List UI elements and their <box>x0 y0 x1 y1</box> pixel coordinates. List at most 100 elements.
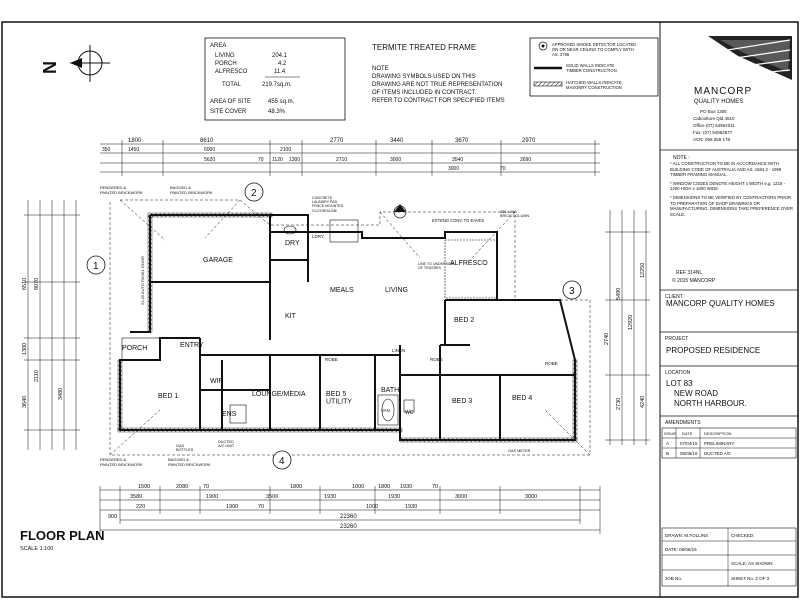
dim-label: 1450 <box>128 147 139 153</box>
roof-hip-lines <box>109 199 591 456</box>
dim-label: 2730 <box>616 398 622 410</box>
general-note-item: * WINDOW CODES DENOTE HEIGHT x WIDTH e.g… <box>670 180 785 192</box>
copyright-line: © 2015 MANCORP <box>672 277 716 284</box>
site-area-label: AREA OF SITE <box>210 99 251 105</box>
room-meals: MEALS <box>330 287 354 294</box>
notes-heading: NOTE <box>372 66 389 72</box>
mancorp-logo <box>708 36 792 80</box>
room-living: LIVING <box>385 287 408 294</box>
dim-label: 220 <box>136 504 145 510</box>
room-alfresco: ALFRESCO <box>450 260 488 267</box>
room-dry: DRY <box>285 240 300 247</box>
dim-label: 2080 <box>176 484 188 490</box>
dim-label: 3000 <box>455 494 467 500</box>
dim-label: 12920 <box>628 315 634 330</box>
dim-label: 8610 <box>200 138 214 144</box>
drawing-info-block: DRAWN: M.FOLLINS CHECKED: DATE: 05/06/15… <box>661 527 797 587</box>
house-outline <box>119 214 576 441</box>
plan-title: FLOOR PLAN <box>20 528 105 543</box>
termite-title: TERMITE TREATED FRAME <box>372 43 476 52</box>
notes-line: REFER TO CONTRACT FOR SPECIFIED ITEMS <box>372 98 505 104</box>
room-robe: ROBE <box>325 357 338 362</box>
building-walls <box>119 214 576 441</box>
company-name: MANCORP <box>694 86 752 97</box>
room-linen: LINEN <box>392 348 405 353</box>
alfresco-slab <box>444 239 498 299</box>
dim-label: 1800 <box>378 484 390 490</box>
room-robe: ROBE <box>545 361 558 366</box>
room-garage: GARAGE <box>203 257 233 264</box>
location-line: NEW ROAD <box>674 389 718 398</box>
title-block: MANCORP QUALITY HOMES PO Box 1305 Cabool… <box>660 36 798 587</box>
gas-bottles-note: GAS BOTTLES <box>176 444 194 453</box>
company-tagline: QUALITY HOMES <box>694 99 743 105</box>
dim-label: 12250 <box>640 263 646 278</box>
company-address-line: PO Box 1305 <box>700 109 727 114</box>
dim-label: 1800 <box>290 484 302 490</box>
amendments-header: ISSUE <box>664 431 676 436</box>
amendment-issue: A <box>666 441 669 446</box>
project-value: PROPOSED RESIDENCE <box>666 346 760 355</box>
location-line: NORTH HARBOUR. <box>674 399 747 408</box>
legend-smoke-line: ON OR NEAR CEILING TO COMPLY WITH <box>552 47 634 52</box>
legend-solid-line: SOLID WALLS INDICATE <box>566 63 614 68</box>
client-value: MANCORP QUALITY HOMES <box>666 299 775 308</box>
section-arrow-icon <box>393 204 407 219</box>
left-dimensions <box>24 200 80 450</box>
legend-solid-line: TIMBER CONSTRUCTION <box>566 68 617 73</box>
drawing-notes: TERMITE TREATED FRAME NOTE DRAWING SYMBO… <box>372 43 505 104</box>
dim-label: 4240 <box>640 396 646 408</box>
dim-label: 1000 <box>366 504 378 510</box>
top-dimensions <box>100 140 600 176</box>
amendment-date: 07/04/15 <box>680 441 698 446</box>
location-line: LOT 83 <box>666 379 693 388</box>
dim-label: 1500 <box>138 484 150 490</box>
dim-label: 3670 <box>455 138 469 144</box>
plan-scale: SCALE 1:100 <box>20 546 53 552</box>
svg-text:3: 3 <box>569 286 575 297</box>
dim-label: 3480 <box>58 388 64 400</box>
extend-concrete-note: EXTEND CONC TO EAVES <box>432 218 484 223</box>
general-note-item: * ALL CONSTRUCTION TO BE IN ACCORDANCE W… <box>670 161 782 178</box>
room-bed3: BED 3 <box>452 398 472 405</box>
rendered-brickwork-note: RENDERED & PAINTED BRICKWORK <box>100 186 143 195</box>
right-dim-labels: 12250 12920 5490 4240 2740 2730 <box>604 263 646 410</box>
dim-label: 2690 <box>520 157 531 163</box>
svg-text:1: 1 <box>93 261 99 272</box>
gas-meter-note: GAS METER <box>508 449 531 453</box>
area-total-value: 219.7sq.m. <box>262 82 292 88</box>
room-bed1: BED 1 <box>158 393 178 400</box>
room-bed4: BED 4 <box>512 395 532 402</box>
dim-label: 3440 <box>390 138 404 144</box>
amendment-date: 05/06/15 <box>680 451 698 456</box>
room-lounge: LOUNGE/MEDIA <box>252 391 306 398</box>
dim-label: 3000 <box>525 494 537 500</box>
dim-label: 5490 <box>616 288 622 300</box>
dim-label: 1900 <box>206 494 218 500</box>
site-cover-value: 48.3% <box>268 109 286 115</box>
dim-label: 1000 <box>352 484 364 490</box>
brick-column-note: 350 x 350 BRICK COLUMN <box>500 210 530 219</box>
room-kit: KIT <box>285 313 297 320</box>
legend-hatched-line: HATCHED WALLS INDICATE <box>566 80 622 85</box>
amendment-issue: B <box>666 451 669 456</box>
grid-marker: 4 <box>272 450 292 470</box>
bagged-brickwork-note: BAGGED & PAINTED BRICKWORK <box>170 186 213 195</box>
masonry-walls <box>117 212 578 443</box>
ducted-ac-note: DUCTED A/C UNIT <box>218 440 235 449</box>
room-ldry: LDRY <box>312 234 324 239</box>
dim-label: 3000 <box>390 157 401 163</box>
area-table: AREA LIVING 204.1 PORCH 4.2 ALFRESCO 11.… <box>204 37 346 121</box>
area-row-label: PORCH <box>215 61 237 67</box>
amendments-label: AMENDMENTS <box>665 420 701 426</box>
dim-label: 70 <box>258 504 264 510</box>
svg-text:N: N <box>40 61 60 74</box>
amendments-table: ISSUE DATE DESCRIPTION A 07/04/15 PRELIM… <box>661 427 797 459</box>
grid-marker: 3 <box>562 280 582 300</box>
grid-marker: 1 <box>86 255 106 275</box>
dim-label: 1930 <box>388 494 400 500</box>
dim-label: 3500 <box>266 494 278 500</box>
dim-label: 1300 <box>22 343 28 355</box>
